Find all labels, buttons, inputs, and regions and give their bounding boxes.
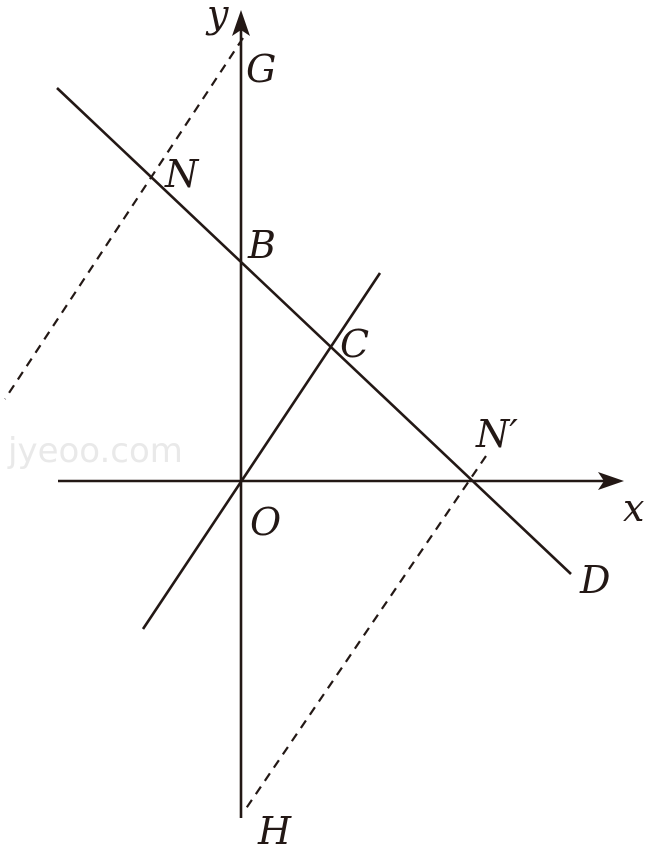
label-d: D <box>579 558 610 602</box>
y-axis-arrow-icon <box>232 10 250 36</box>
label-g: G <box>246 47 276 91</box>
watermark: jyeoo.com <box>7 431 183 471</box>
label-c: C <box>340 322 369 366</box>
line-nbcd <box>56 87 572 575</box>
label-b: B <box>247 223 276 267</box>
line-oc <box>141 272 382 630</box>
dashed-line-gn <box>4 37 244 400</box>
dashed-line-nh <box>244 455 487 811</box>
label-o: O <box>250 500 281 544</box>
label-y-axis: y <box>205 0 229 36</box>
label-n-prime: N′ <box>475 412 518 456</box>
x-axis-arrow-icon <box>598 472 624 490</box>
label-x-axis: x <box>623 486 644 530</box>
label-n: N <box>164 152 200 196</box>
label-h: H <box>257 809 292 850</box>
